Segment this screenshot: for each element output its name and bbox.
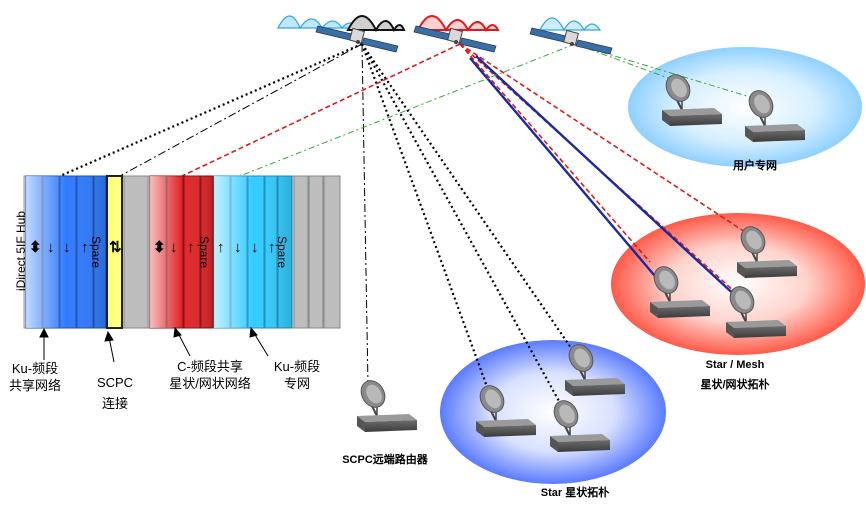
label-star-mesh: Star / Mesh 星状/网状拓朴 — [680, 355, 790, 395]
beam-pattern-red — [416, 15, 500, 33]
label-scpc-router: SCPC远端路由器 — [342, 454, 428, 466]
scpc-links — [119, 43, 369, 386]
hub-title: iDirect 5IF Hub — [14, 210, 28, 291]
label-ku-shared-line2: 共享网络 — [8, 378, 61, 393]
label-ku-private-line1: Ku-频段 — [273, 359, 321, 374]
label-private-network: 用户专网 — [733, 160, 777, 172]
label-star: Star 星状拓朴 — [540, 487, 610, 499]
label-ku-private-line2: 专网 — [283, 376, 310, 391]
star-mesh-ellipse — [611, 213, 865, 355]
satellite-ku-private — [529, 27, 613, 55]
label-c-shared-line2: 星状/网状网络 — [169, 376, 251, 391]
spare-label-ku: Spare — [89, 235, 104, 269]
label-scpc: SCPC 连接 — [90, 374, 140, 412]
c-band-bars — [149, 175, 214, 329]
label-scpc-line2: 连接 — [101, 396, 128, 411]
spare-label-private: Spare — [275, 235, 290, 269]
label-ku-shared-line1: Ku-频段 — [11, 361, 59, 376]
ku-private-bars — [213, 175, 293, 329]
beam-pattern-cyan — [539, 17, 602, 32]
label-scpc-line1: SCPC — [96, 375, 134, 390]
remote-scpc — [355, 375, 418, 433]
star-ellipse — [440, 340, 666, 484]
ku-shared-links — [59, 42, 579, 413]
label-ku-private: Ku-频段 专网 — [262, 358, 332, 392]
hub-rack — [23, 175, 341, 329]
ku-shared-bars — [25, 175, 107, 329]
mesh-links — [469, 55, 741, 301]
label-c-shared: C-频段共享 星状/网状网络 — [160, 358, 260, 392]
spare-label-c: Spare — [197, 235, 212, 269]
label-star-mesh-line2: 星状/网状拓朴 — [700, 379, 770, 391]
private-network-ellipse — [628, 47, 862, 167]
label-star-mesh-line1: Star / Mesh — [705, 359, 765, 371]
label-ku-shared: Ku-频段 共享网络 — [0, 360, 70, 394]
label-c-shared-line1: C-频段共享 — [177, 359, 243, 374]
scpc-bar — [106, 175, 123, 329]
beam-pattern-black — [346, 15, 406, 33]
label-arrows — [39, 326, 269, 363]
